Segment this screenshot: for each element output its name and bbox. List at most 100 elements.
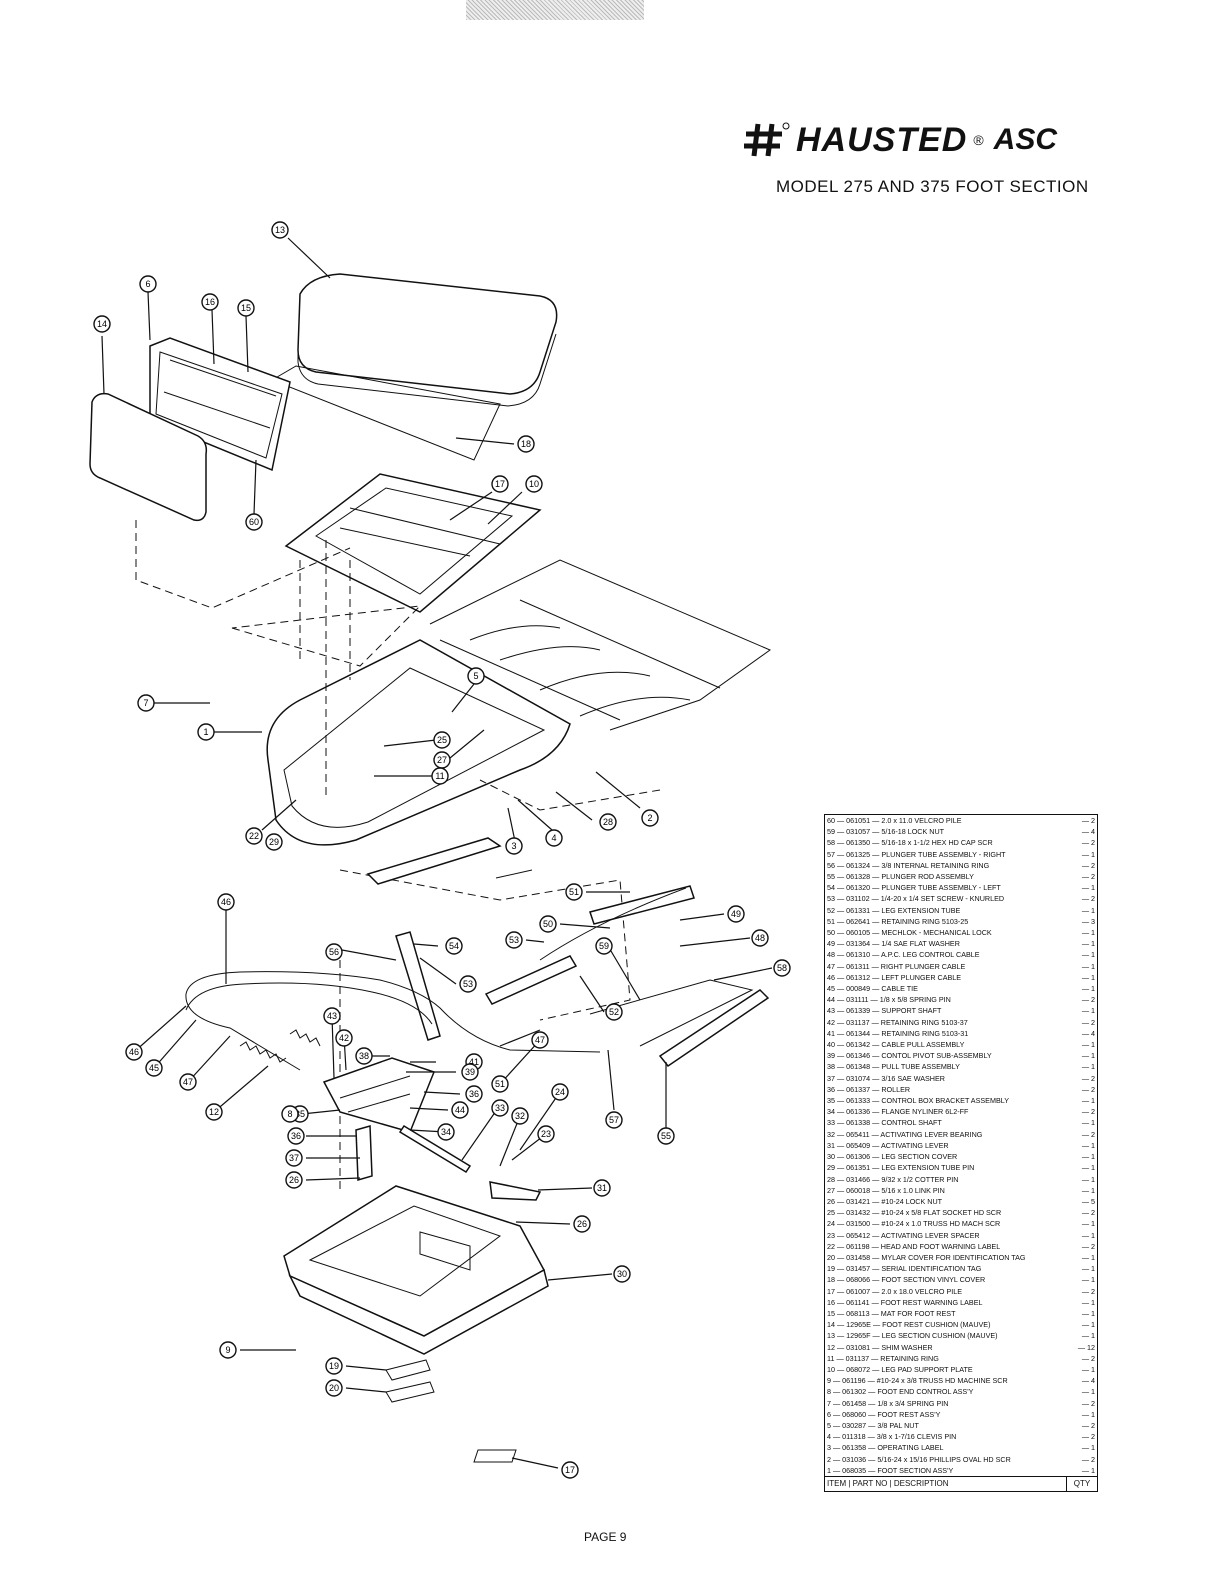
callout-circle [751, 929, 769, 947]
callout-circle [491, 1099, 509, 1117]
leg-section-cushion [297, 273, 558, 395]
parts-row-text: 30 — 061306 — LEG SECTION COVER [827, 1152, 958, 1162]
callout-label: 36 [469, 1089, 479, 1099]
parts-row-qty: — 1 [1081, 1174, 1095, 1184]
callout-circle [285, 1149, 303, 1167]
parts-row: 43 — 061339 — SUPPORT SHAFT — 1 [825, 1005, 1098, 1016]
parts-row-qty: — 4 [1081, 1028, 1095, 1038]
parts-row-text: 11 — 031137 — RETAINING RING [827, 1353, 939, 1363]
parts-row-text: 15 — 068113 — MAT FOR FOOT REST [827, 1308, 956, 1318]
parts-row: 27 — 060018 — 5/16 x 1.0 LINK PIN— 1 [825, 1185, 1098, 1196]
callout-circle [125, 1043, 143, 1061]
callout-circle [641, 809, 659, 827]
parts-row: 26 — 031421 — #10-24 LOCK NUT— 5 [825, 1196, 1098, 1207]
callout-circle [201, 293, 219, 311]
parts-row-qty: — 1 [1081, 1320, 1095, 1330]
parts-row: 22 — 061198 — HEAD AND FOOT WARNING LABE… [825, 1241, 1098, 1252]
parts-row: 18 — 068066 — FOOT SECTION VINYL COVER— … [825, 1274, 1098, 1285]
parts-row: 51 — 062641 — RETAINING RING 5103-25— 3 [825, 916, 1098, 927]
parts-row-qty: — 2 [1081, 894, 1095, 904]
parts-row: 32 — 065411 — ACTIVATING LEVER BEARING— … [825, 1129, 1098, 1140]
callout-circle [325, 943, 343, 961]
callout-5: 5 [467, 667, 485, 685]
parts-row: 46 — 061312 — LEFT PLUNGER CABLE— 1 [825, 972, 1098, 983]
parts-row-qty: — 1 [1081, 1062, 1095, 1072]
callout-circle [505, 931, 523, 949]
parts-row: 44 — 031111 — 1/8 x 5/8 SPRING PIN— 2 [825, 994, 1098, 1005]
parts-row-text: 7 — 061458 — 1/8 x 3/4 SPRING PIN [827, 1398, 949, 1408]
callout-circle [245, 513, 263, 531]
callout-circle [445, 937, 463, 955]
callout-circle [335, 1029, 353, 1047]
parts-row-qty: — 2 [1081, 1107, 1095, 1117]
callout-label: 51 [569, 887, 579, 897]
callout-label: 29 [269, 837, 279, 847]
parts-row-text: 4 — 011318 — 3/8 x 1-7/16 CLEVIS PIN [827, 1432, 957, 1442]
parts-row-qty: — 1 [1081, 1387, 1095, 1397]
callout-label: 28 [603, 817, 613, 827]
parts-row: 14 — 12965E — FOOT REST CUSHION (MAUVE)—… [825, 1319, 1098, 1330]
callout-26: 26 [573, 1215, 591, 1233]
parts-row: 41 — 061344 — RETAINING RING 5103-31 — 4 [825, 1028, 1098, 1039]
callout-circle [537, 1125, 555, 1143]
callout-30: 30 [613, 1265, 631, 1283]
callout-label: 41 [469, 1057, 479, 1067]
parts-row-qty: — 1 [1081, 1443, 1095, 1453]
callout-circle [461, 1063, 479, 1081]
parts-row-qty: — 2 [1081, 860, 1095, 870]
parts-row-qty: — 2 [1081, 1420, 1095, 1430]
parts-row: 55 — 061328 — PLUNGER ROD ASSEMBLY— 2 [825, 871, 1098, 882]
callout-circle [505, 837, 523, 855]
parts-row: 23 — 065412 — ACTIVATING LEVER SPACER — 1 [825, 1230, 1098, 1241]
callout-49: 49 [727, 905, 745, 923]
callout-label: 53 [509, 935, 519, 945]
callout-15: 15 [237, 299, 255, 317]
parts-row-qty: — 1 [1081, 1230, 1095, 1240]
parts-row-qty: — 1 [1081, 1006, 1095, 1016]
parts-row-text: 22 — 061198 — HEAD AND FOOT WARNING LABE… [827, 1241, 1001, 1251]
parts-row-text: 23 — 065412 — ACTIVATING LEVER SPACER [827, 1230, 980, 1240]
parts-row: 9 — 061196 — #10-24 x 3/8 TRUSS HD MACHI… [825, 1375, 1098, 1386]
parts-row-text: 41 — 061344 — RETAINING RING 5103-31 [827, 1028, 969, 1038]
parts-row: 37 — 031074 — 3/16 SAE WASHER— 2 [825, 1073, 1098, 1084]
callout-label: 57 [609, 1115, 619, 1125]
callout-55: 55 [657, 1127, 675, 1145]
callout-42: 42 [335, 1029, 353, 1047]
callout-label: 42 [339, 1033, 349, 1043]
header-item: ITEM [827, 1478, 847, 1488]
callout-circle [613, 1265, 631, 1283]
callout-9: 9 [219, 1341, 237, 1359]
callout-38: 38 [355, 1047, 373, 1065]
parts-row-qty: — 1 [1081, 1140, 1095, 1150]
callout-label: 5 [473, 671, 478, 681]
callout-8: 8 [281, 1105, 299, 1123]
parts-row-qty: — 1 [1081, 1040, 1095, 1050]
parts-row-qty: — 2 [1081, 1286, 1095, 1296]
callout-circle [565, 883, 583, 901]
parts-row-text: 19 — 031457 — SERIAL IDENTIFICATION TAG [827, 1264, 982, 1274]
callout-33: 33 [491, 1099, 509, 1117]
parts-row: 59 — 031057 — 5/16-18 LOCK NUT— 4 [825, 826, 1098, 837]
parts-row: 42 — 031137 — RETAINING RING 5103-37— 2 [825, 1017, 1098, 1028]
parts-row: 54 — 061320 — PLUNGER TUBE ASSEMBLY - LE… [825, 882, 1098, 893]
callout-circle [599, 813, 617, 831]
parts-row: 20 — 031458 — MYLAR COVER FOR IDENTIFICA… [825, 1252, 1098, 1263]
parts-row: 40 — 061342 — CABLE PULL ASSEMBLY— 1 [825, 1039, 1098, 1050]
callout-label: 23 [541, 1129, 551, 1139]
callout-label: 47 [535, 1035, 545, 1045]
parts-row-qty: — 1 [1081, 1185, 1095, 1195]
parts-row-text: 52 — 061331 — LEG EXTENSION TUBE [827, 905, 961, 915]
parts-row-text: 43 — 061339 — SUPPORT SHAFT [827, 1006, 942, 1016]
parts-row-qty: — 1 [1081, 928, 1095, 938]
callout-label: 56 [329, 947, 339, 957]
parts-row-qty: — 2 [1081, 1353, 1095, 1363]
callout-51: 51 [491, 1075, 509, 1093]
callout-label: 38 [359, 1051, 369, 1061]
parts-row: 36 — 061337 — ROLLER— 2 [825, 1084, 1098, 1095]
callout-16: 16 [201, 293, 219, 311]
callout-label: 26 [289, 1175, 299, 1185]
callout-label: 1 [203, 727, 208, 737]
callout-17: 17 [491, 475, 509, 493]
parts-row-text: 5 — 030287 — 3/8 PAL NUT [827, 1420, 919, 1430]
callout-48: 48 [751, 929, 769, 947]
